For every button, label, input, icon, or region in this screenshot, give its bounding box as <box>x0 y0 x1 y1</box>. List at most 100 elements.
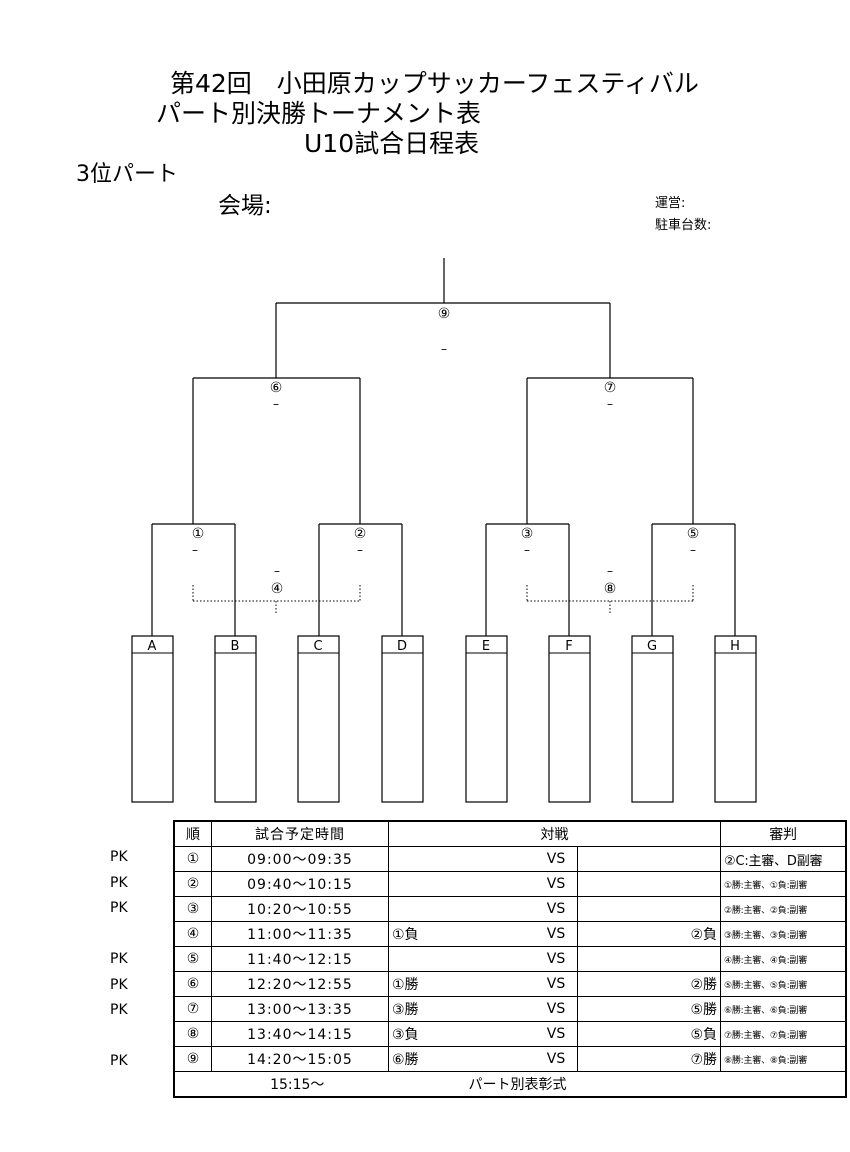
row-time: 12:20～12:55 <box>211 971 389 997</box>
header-time: 試合予定時間 <box>211 820 389 847</box>
row-no: ② <box>173 871 212 897</box>
operation-label: 運営: <box>655 196 686 211</box>
row-no: ⑨ <box>173 1046 212 1072</box>
score-dash: – <box>192 543 198 557</box>
row-vs: VS <box>535 846 578 872</box>
row-team1 <box>388 871 535 897</box>
score-dash: – <box>441 342 447 356</box>
row-vs: VS <box>535 971 578 997</box>
team-b: B <box>231 639 240 654</box>
row-no: ④ <box>173 921 212 947</box>
row-vs: VS <box>535 921 578 947</box>
match-8-label: ⑧ <box>604 581 617 597</box>
title-line-1: 第42回 小田原カップサッカーフェスティバル <box>170 69 699 98</box>
row-referee: ②C:主審、D副審 <box>720 846 847 872</box>
pk-label: PK <box>110 1053 128 1069</box>
row-team1 <box>388 896 535 922</box>
row-no: ⑤ <box>173 946 212 972</box>
table-row: ⑤ 11:40～12:15 VS ④勝:主審、④負:副審 <box>173 946 847 972</box>
table-row: ⑥ 12:20～12:55 ①勝 VS ②勝 ⑤勝:主審、⑤負:副審 <box>173 971 847 997</box>
row-time: 13:00～13:35 <box>211 996 389 1022</box>
row-team2: ⑦勝 <box>577 1046 721 1072</box>
row-team1: ①勝 <box>388 971 535 997</box>
row-team2: ⑤負 <box>577 1021 721 1047</box>
row-vs: VS <box>535 1046 578 1072</box>
table-header-row: 順 試合予定時間 対戦 審判 <box>173 820 847 847</box>
pk-label: PK <box>110 1002 128 1018</box>
pk-label: PK <box>110 951 128 967</box>
pk-label: PK <box>110 977 128 993</box>
table-footer-row: 15:15～ パート別表彰式 <box>173 1071 847 1098</box>
row-team1 <box>388 846 535 872</box>
row-time: 14:20～15:05 <box>211 1046 389 1072</box>
team-d: D <box>397 639 407 654</box>
parking-label: 駐車台数: <box>655 218 712 233</box>
table-row: ④ 11:00～11:35 ①負 VS ②負 ③勝:主審、③負:副審 <box>173 921 847 947</box>
team-f: F <box>565 639 572 654</box>
row-no: ⑧ <box>173 1021 212 1047</box>
row-time: 10:20～10:55 <box>211 896 389 922</box>
row-team1: ③勝 <box>388 996 535 1022</box>
row-time: 09:00～09:35 <box>211 846 389 872</box>
header-match: 対戦 <box>388 820 721 847</box>
row-referee: ④勝:主審、④負:副審 <box>720 946 847 972</box>
match-2-label: ② <box>354 526 367 542</box>
header-referee: 審判 <box>720 820 847 847</box>
row-team2 <box>577 946 721 972</box>
row-team2: ②勝 <box>577 971 721 997</box>
row-time: 11:00～11:35 <box>211 921 389 947</box>
row-time: 09:40～10:15 <box>211 871 389 897</box>
score-dash: – <box>357 543 363 557</box>
row-vs: VS <box>535 896 578 922</box>
row-vs: VS <box>535 996 578 1022</box>
row-vs: VS <box>535 1021 578 1047</box>
team-c: C <box>313 639 322 654</box>
row-team2: ⑤勝 <box>577 996 721 1022</box>
score-dash: – <box>273 397 279 411</box>
match-6-label: ⑥ <box>270 380 283 396</box>
tournament-bracket: A B C D E F G H ① ② ③ ⑤ ④ ⑧ ⑥ ⑦ ⑨ – – – … <box>131 258 757 803</box>
table-row: ⑧ 13:40～14:15 ③負 VS ⑤負 ⑦勝:主審、⑦負:副審 <box>173 1021 847 1047</box>
row-referee: ①勝:主審、①負:副審 <box>720 871 847 897</box>
row-team1: ③負 <box>388 1021 535 1047</box>
score-dash: – <box>690 543 696 557</box>
row-no: ① <box>173 846 212 872</box>
row-no: ⑦ <box>173 996 212 1022</box>
table-row: ⑦ 13:00～13:35 ③勝 VS ⑤勝 ⑥勝:主審、⑥負:副審 <box>173 996 847 1022</box>
row-team2 <box>577 896 721 922</box>
row-referee: ⑧勝:主審、⑧負:副審 <box>720 1046 847 1072</box>
table-row: ③ 10:20～10:55 VS ②勝:主審、②負:副審 <box>173 896 847 922</box>
row-referee: ⑥勝:主審、⑥負:副審 <box>720 996 847 1022</box>
row-referee: ③勝:主審、③負:副審 <box>720 921 847 947</box>
pk-label: PK <box>110 875 128 891</box>
schedule-table: 順 試合予定時間 対戦 審判 ① 09:00～09:35 VS ②C:主審、D副… <box>173 820 847 1098</box>
row-team2 <box>577 871 721 897</box>
match-5-label: ⑤ <box>687 526 700 542</box>
footer-event: パート別表彰式 <box>388 1071 847 1098</box>
match-9-label: ⑨ <box>438 306 451 322</box>
title-line-3: U10試合日程表 <box>304 129 480 158</box>
score-dash: – <box>607 564 613 578</box>
row-no: ③ <box>173 896 212 922</box>
part-label: 3位パート <box>76 162 178 187</box>
row-no: ⑥ <box>173 971 212 997</box>
team-a: A <box>148 639 157 654</box>
pk-label: PK <box>110 900 128 916</box>
score-dash: – <box>524 543 530 557</box>
row-time: 11:40～12:15 <box>211 946 389 972</box>
team-h: H <box>730 639 740 654</box>
row-team1: ①負 <box>388 921 535 947</box>
match-1-label: ① <box>192 526 205 542</box>
row-team1: ⑥勝 <box>388 1046 535 1072</box>
table-row: ⑨ 14:20～15:05 ⑥勝 VS ⑦勝 ⑧勝:主審、⑧負:副審 <box>173 1046 847 1072</box>
team-e: E <box>482 639 490 654</box>
row-team2: ②負 <box>577 921 721 947</box>
row-vs: VS <box>535 871 578 897</box>
title-line-2: パート別決勝トーナメント表 <box>156 99 482 128</box>
row-vs: VS <box>535 946 578 972</box>
row-team1 <box>388 946 535 972</box>
team-g: G <box>647 639 657 654</box>
score-dash: – <box>274 564 280 578</box>
header-order: 順 <box>173 820 212 847</box>
row-time: 13:40～14:15 <box>211 1021 389 1047</box>
